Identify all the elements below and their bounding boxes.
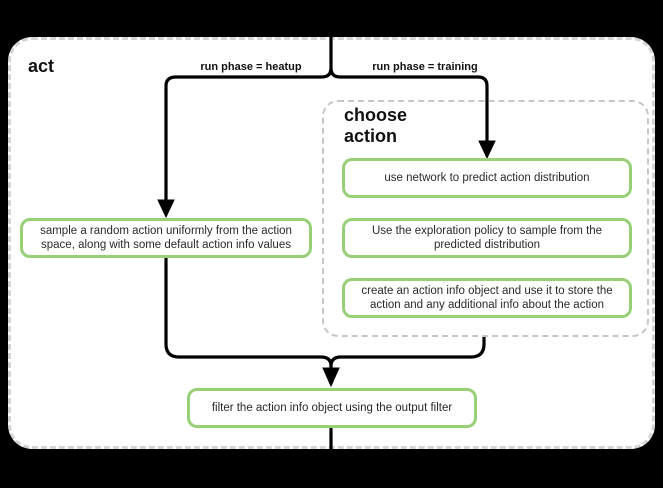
node-action-info-object-label: create an action info object and use it … — [361, 284, 613, 311]
node-output-filter-label: filter the action info object using the … — [211, 401, 453, 414]
node-exploration-policy: Use the exploration policy to sample fro… — [342, 218, 632, 258]
act-label: act — [28, 56, 55, 76]
edge-label-heatup: run phase = heatup — [200, 61, 302, 73]
choose-action-group — [322, 100, 649, 337]
choose-action-title: choose action — [344, 105, 408, 147]
node-sample-random-action-label: sample a random action uniformly from th… — [40, 224, 292, 251]
node-predict-distribution-label: use network to predict action distributi… — [384, 171, 590, 184]
node-predict-distribution: use network to predict action distributi… — [342, 158, 632, 198]
edge-label-training: run phase = training — [372, 61, 478, 73]
node-exploration-policy-label: Use the exploration policy to sample fro… — [371, 224, 603, 251]
node-action-info-object: create an action info object and use it … — [342, 278, 632, 318]
node-sample-random-action: sample a random action uniformly from th… — [20, 218, 312, 258]
node-output-filter: filter the action info object using the … — [187, 388, 477, 428]
